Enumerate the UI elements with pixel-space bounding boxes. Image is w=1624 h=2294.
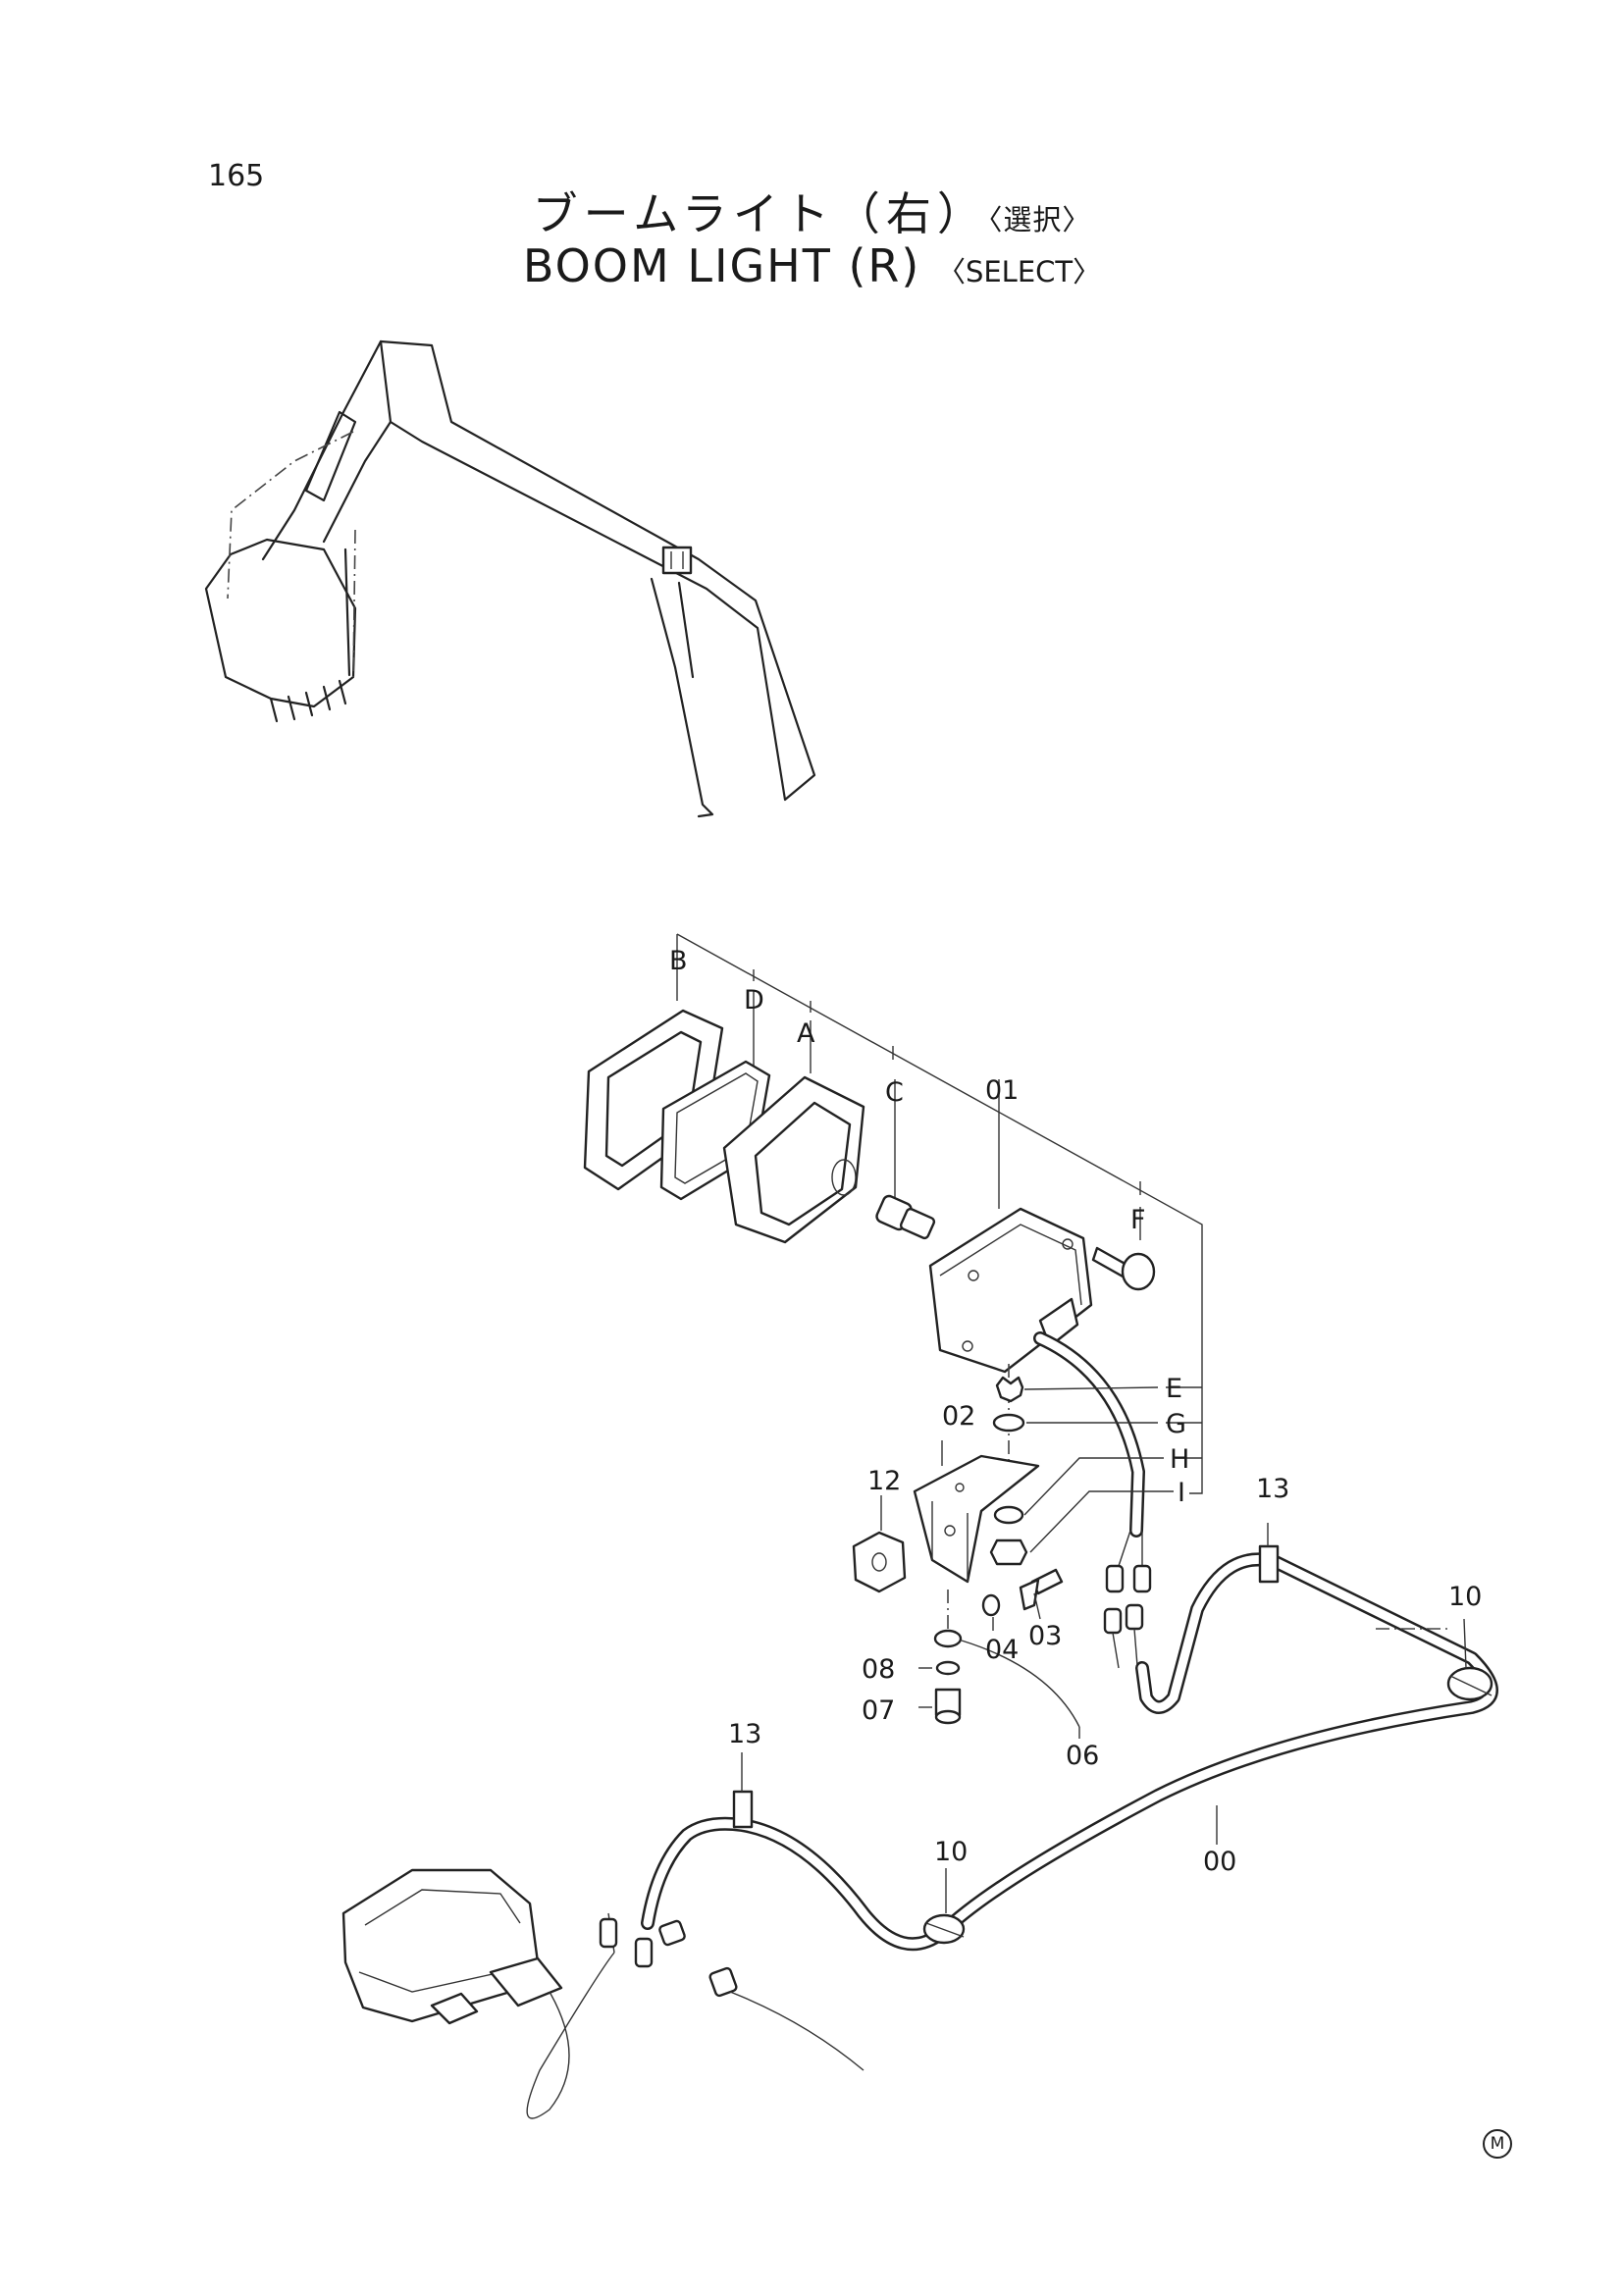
- callout-12: 12: [867, 1466, 901, 1496]
- boom-cylinder-rod: [677, 581, 695, 679]
- title-english-main: BOOM LIGHT (R): [522, 239, 921, 292]
- callout-13-lower: 13: [728, 1719, 761, 1749]
- title-english: BOOM LIGHT (R) 〈SELECT〉: [0, 239, 1624, 292]
- callout-A: A: [797, 1018, 815, 1049]
- arm-outline: [322, 420, 393, 544]
- part-F-screw: [1091, 1207, 1156, 1291]
- part-04-washer: [981, 1593, 1001, 1631]
- callout-C: C: [885, 1077, 904, 1108]
- part-02-bracket: [913, 1440, 1040, 1584]
- arm-upper-outline: [261, 339, 383, 561]
- title-english-sub: 〈SELECT〉: [936, 255, 1102, 288]
- part-A-lens: [722, 1020, 865, 1244]
- callout-B: B: [669, 946, 688, 976]
- callout-08: 08: [862, 1654, 895, 1685]
- callout-02: 02: [942, 1401, 975, 1432]
- page-number: 165: [208, 159, 265, 193]
- maker-mark-icon: M: [1483, 2129, 1512, 2159]
- bucket-outline: [204, 538, 357, 708]
- part-12-pad: [852, 1495, 907, 1593]
- title-japanese: ブームライト（右）〈選択〉: [0, 179, 1624, 243]
- callout-G: G: [1166, 1409, 1186, 1439]
- title-japanese-main: ブームライト（右）: [532, 187, 988, 240]
- part-13-band-lower: [732, 1752, 754, 1829]
- bucket-link: [343, 547, 351, 677]
- part-08-washers: [918, 1590, 963, 1676]
- part-E-lockwasher: [995, 1376, 1024, 1403]
- callout-06: 06: [1066, 1741, 1099, 1771]
- part-10-clamp-left: [922, 1868, 966, 1945]
- excavator-front-illustration: [204, 339, 816, 818]
- part-H-washer: [993, 1505, 1024, 1525]
- callout-01: 01: [985, 1075, 1019, 1106]
- arm-cylinder: [304, 410, 357, 502]
- callout-H: H: [1170, 1444, 1189, 1475]
- part-C-bulb: [875, 1079, 936, 1240]
- boom-light-location-detail: [670, 551, 684, 569]
- part-06-harness: [961, 1603, 1144, 1739]
- assembled-boom-light: [341, 1868, 864, 2119]
- part-10-clamp-right: [1376, 1618, 1493, 1701]
- boom-outline: [379, 339, 816, 802]
- callout-04: 04: [985, 1635, 1019, 1665]
- callout-D: D: [744, 985, 764, 1016]
- callout-10-right: 10: [1448, 1582, 1482, 1612]
- callout-10-left: 10: [934, 1837, 968, 1867]
- part-13-band-upper: [1258, 1523, 1280, 1584]
- callout-F: F: [1130, 1205, 1146, 1235]
- part-03-bolt: [1019, 1568, 1064, 1620]
- assembly-bracket-lines: [676, 933, 1203, 1494]
- bucket-teeth: [269, 679, 347, 723]
- part-I-nut: [989, 1538, 1028, 1566]
- callout-labels: B D A C 01 F E G H I 02 12 03 04 08 07 0…: [669, 946, 1482, 1877]
- boom-cylinder: [650, 577, 714, 818]
- main-bracket-line: [676, 933, 1203, 1494]
- callout-I: I: [1178, 1478, 1185, 1508]
- part-07-bolt: [918, 1688, 962, 1725]
- boom-light-location: [661, 546, 693, 575]
- callout-E: E: [1166, 1374, 1182, 1404]
- title-japanese-sub: 〈選択〉: [987, 203, 1092, 236]
- callout-07: 07: [862, 1695, 895, 1726]
- callout-00: 00: [1203, 1847, 1236, 1877]
- part-G-washer: [992, 1413, 1025, 1433]
- part-01-lamp-body: [928, 1079, 1093, 1374]
- fasteners-E-G-H-I: [989, 1364, 1174, 1566]
- callout-13-upper: 13: [1256, 1474, 1289, 1504]
- hidden-lines: [227, 431, 356, 678]
- lamp-harness: [1033, 1331, 1152, 1593]
- callout-03: 03: [1028, 1621, 1062, 1651]
